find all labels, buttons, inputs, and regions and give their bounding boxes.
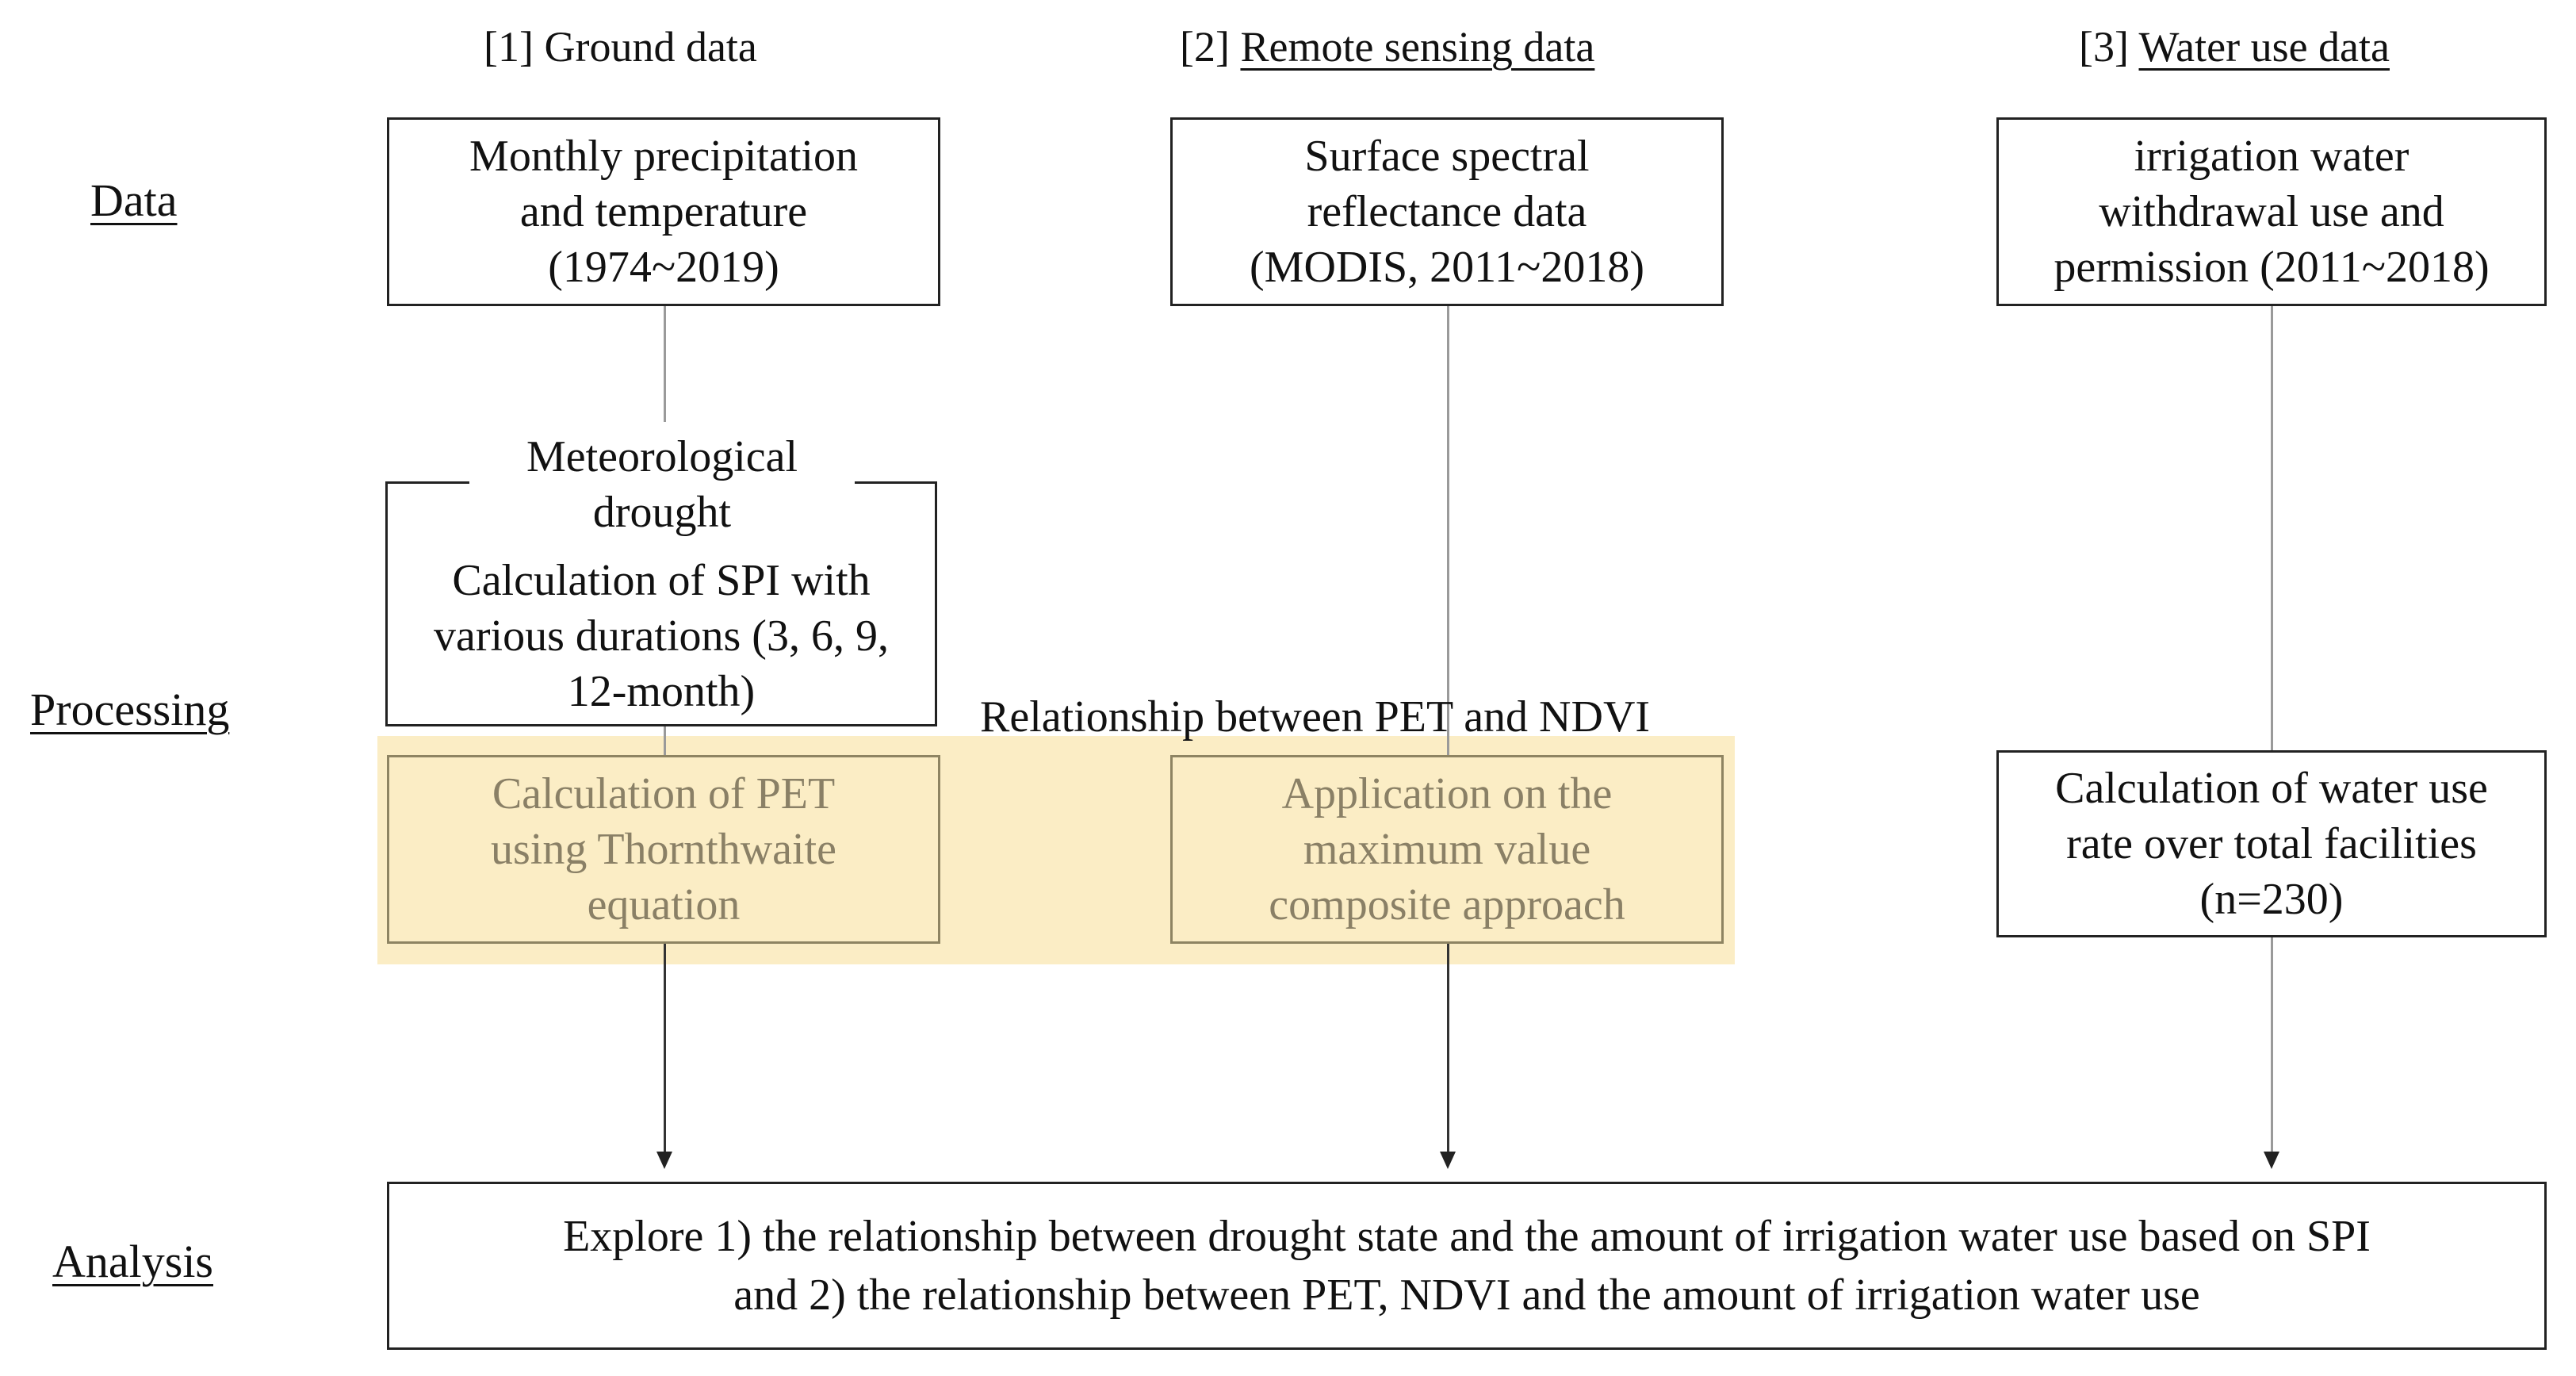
column-name: Ground data — [544, 23, 757, 71]
connector-water-2 — [2271, 937, 2273, 1153]
column-number: [3] — [2079, 23, 2129, 71]
row-label-analysis: Analysis — [52, 1236, 213, 1287]
box-water-data: irrigation water withdrawal use and perm… — [1996, 117, 2547, 306]
arrow-remote — [1440, 1152, 1456, 1169]
row-label-processing: Processing — [30, 684, 230, 735]
box-spi-title: Meteorological drought — [469, 427, 855, 542]
pet-ndvi-relationship-label: Relationship between PET and NDVI — [980, 692, 1651, 742]
box-pet-calculation: Calculation of PET using Thornthwaite eq… — [387, 755, 940, 944]
connector-ground-2 — [664, 726, 666, 755]
column-header-remote: [2] Remote sensing data — [1180, 25, 1594, 68]
connector-remote-2 — [1447, 944, 1449, 1153]
arrow-water — [2264, 1152, 2279, 1169]
column-number: [1] — [484, 23, 534, 71]
box-remote-data: Surface spectral reflectance data (MODIS… — [1170, 117, 1724, 306]
box-mvc-application: Application on the maximum value composi… — [1170, 755, 1724, 944]
box-analysis: Explore 1) the relationship between drou… — [387, 1182, 2547, 1350]
box-water-use-rate: Calculation of water use rate over total… — [1996, 750, 2547, 937]
arrow-ground — [656, 1152, 672, 1169]
column-name: Water use data — [2138, 23, 2390, 71]
column-name: Remote sensing data — [1240, 23, 1595, 71]
column-header-water: [3] Water use data — [2079, 25, 2390, 68]
connector-ground-3 — [664, 944, 666, 1153]
connector-water-1 — [2271, 306, 2273, 750]
row-label-data: Data — [90, 174, 178, 226]
column-header-ground: [1] Ground data — [484, 25, 757, 68]
column-number: [2] — [1180, 23, 1230, 71]
box-ground-data: Monthly precipitation and temperature (1… — [387, 117, 940, 306]
connector-remote-1 — [1447, 306, 1449, 755]
connector-ground-1 — [664, 306, 666, 422]
highlight-band — [377, 736, 1735, 964]
